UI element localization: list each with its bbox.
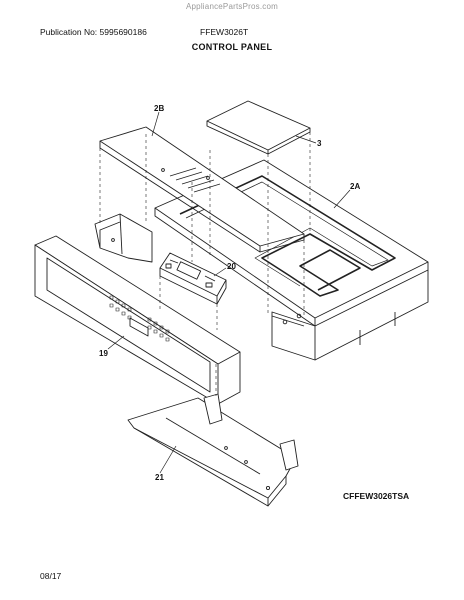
part-3-pad: [206, 100, 311, 155]
publication-number: Publication No: 5995690186: [40, 27, 147, 37]
assembly-guide-lines: [99, 132, 311, 396]
left-side-bracket: [94, 213, 153, 263]
callout-2b: 2B: [154, 104, 164, 113]
callout-leaders: [107, 111, 351, 474]
part-20-control-board: [159, 252, 227, 305]
part-2b-trim: [99, 126, 305, 253]
callout-2a: 2A: [350, 182, 360, 191]
callout-20: 20: [227, 262, 236, 271]
callout-21: 21: [155, 473, 164, 482]
part-19-front-panel: [34, 235, 241, 405]
watermark: AppliancePartsPros.com: [186, 2, 278, 11]
footer-date: 08/17: [40, 571, 62, 581]
model-number: FFEW3026T: [200, 27, 249, 37]
callout-19: 19: [99, 349, 108, 358]
drawing-code: CFFEW3026TSA: [343, 491, 410, 501]
section-title: CONTROL PANEL: [191, 42, 273, 52]
callout-3: 3: [317, 139, 322, 148]
part-21-lower-bracket: [127, 393, 299, 507]
